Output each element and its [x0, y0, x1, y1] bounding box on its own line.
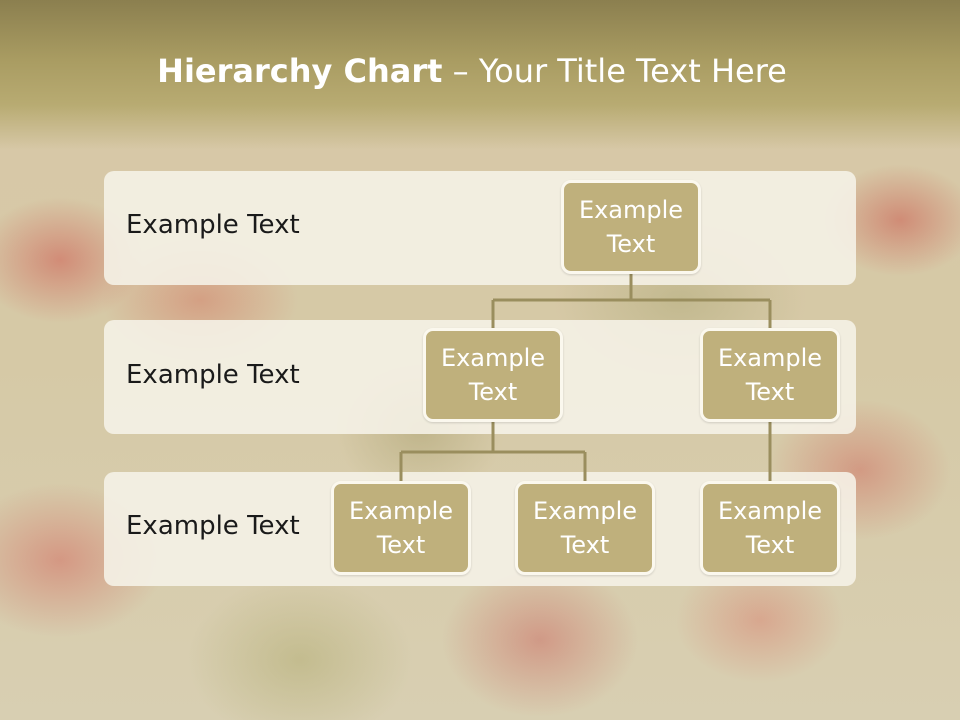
org-node-level3-2[interactable]: Example Text	[515, 481, 655, 575]
title-bar	[0, 0, 960, 150]
slide-title: Hierarchy Chart – Your Title Text Here	[0, 52, 944, 90]
title-bold: Hierarchy Chart	[157, 52, 443, 90]
title-rest: – Your Title Text Here	[442, 52, 787, 90]
org-node-level3-3[interactable]: Example Text	[700, 481, 840, 575]
connector-root-children	[491, 274, 772, 329]
level-label-3: Example Text	[126, 511, 300, 541]
org-node-level2-left[interactable]: Example Text	[423, 328, 563, 422]
org-node-root[interactable]: Example Text	[561, 180, 701, 274]
org-node-level3-1[interactable]: Example Text	[331, 481, 471, 575]
org-node-level2-right[interactable]: Example Text	[700, 328, 840, 422]
level-label-1: Example Text	[126, 210, 300, 240]
connector-left-children	[399, 422, 587, 481]
level-label-2: Example Text	[126, 360, 300, 390]
level-band-1	[104, 171, 856, 285]
